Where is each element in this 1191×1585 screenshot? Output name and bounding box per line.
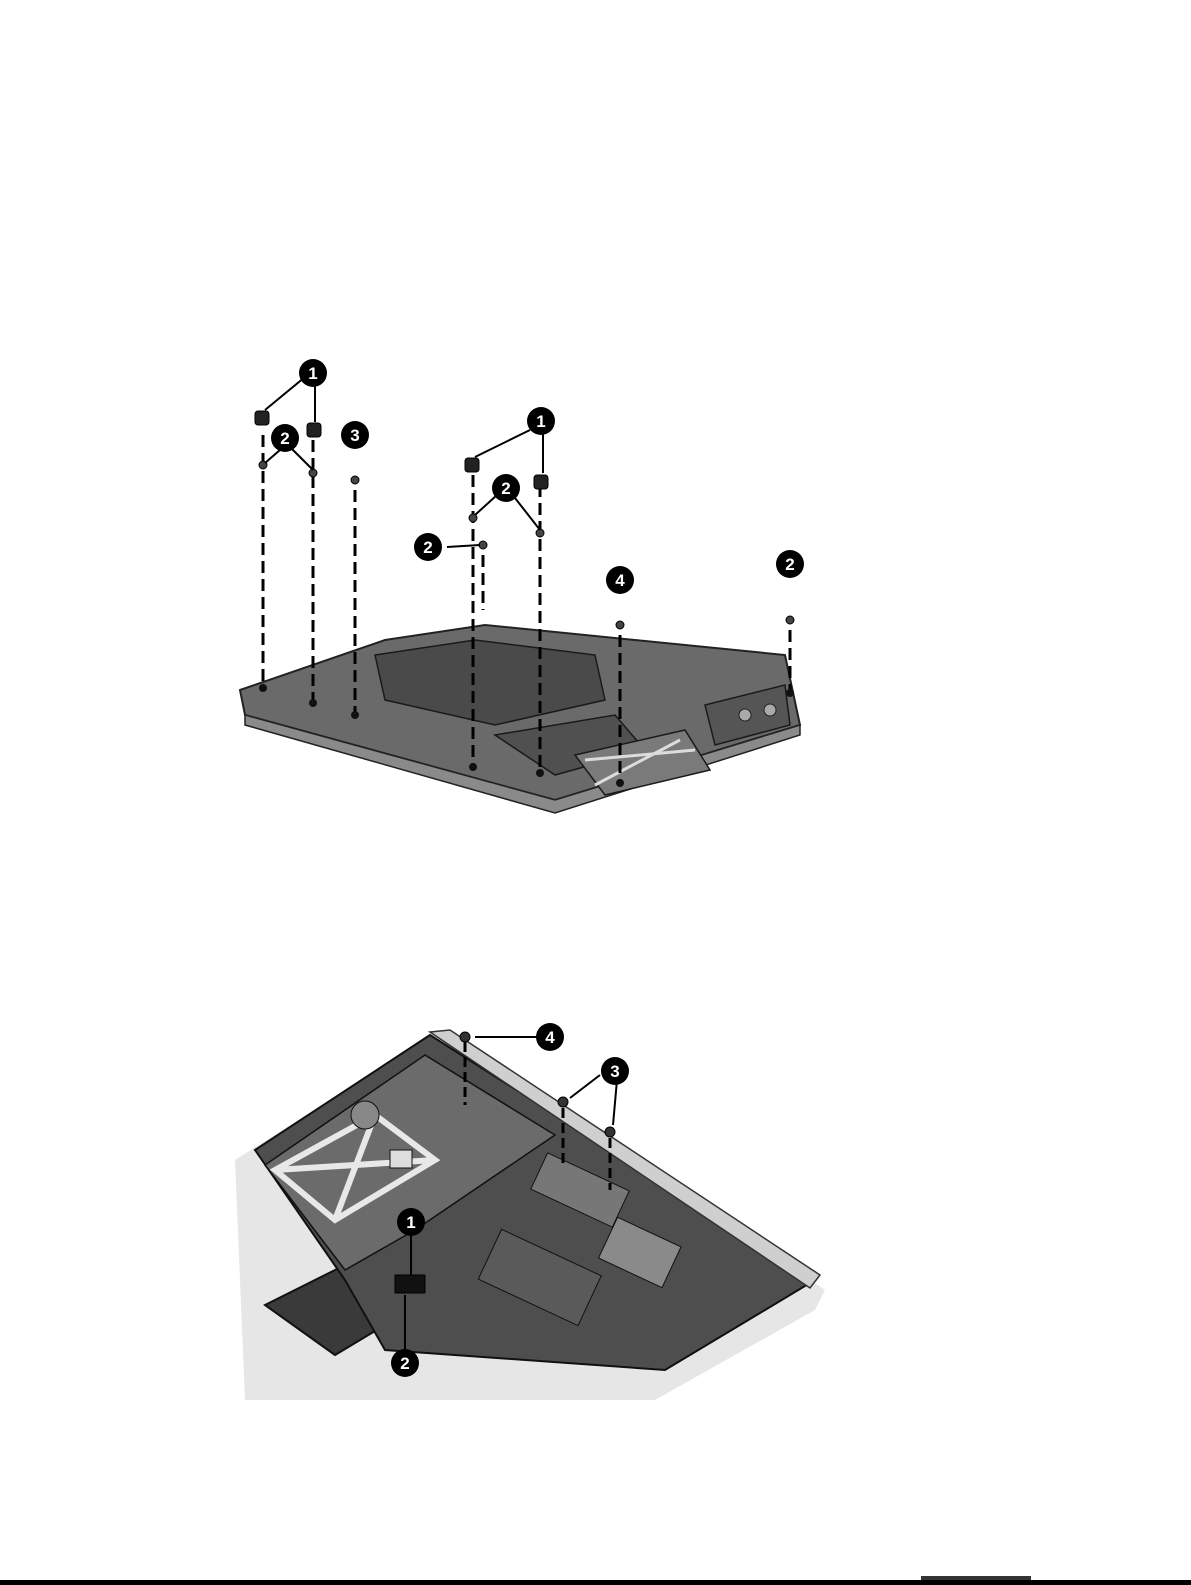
callout-2b: 2 — [492, 474, 520, 502]
callout-4: 4 — [536, 1023, 564, 1051]
page-footer-mark — [921, 1576, 1031, 1580]
svg-text:1: 1 — [406, 1213, 415, 1232]
callout-1b: 1 — [527, 407, 555, 435]
figure-base-enclosure-screws: 1 2 3 1 2 2 4 2 — [225, 355, 825, 825]
connector — [390, 1150, 412, 1168]
svg-text:2: 2 — [280, 429, 289, 448]
svg-text:2: 2 — [400, 1354, 409, 1373]
zif-connector — [395, 1275, 425, 1293]
illustration-top-view: 4 3 1 2 — [225, 1020, 825, 1405]
svg-text:4: 4 — [545, 1028, 555, 1047]
callout-2c: 2 — [414, 533, 442, 561]
callout-2d: 2 — [776, 550, 804, 578]
leader-lines — [265, 377, 543, 547]
svg-text:2: 2 — [423, 538, 432, 557]
screws — [259, 461, 794, 629]
svg-text:4: 4 — [615, 571, 625, 590]
page-footer-rule — [0, 1580, 1191, 1585]
callout-4: 4 — [606, 566, 634, 594]
callout-2: 2 — [391, 1349, 419, 1377]
svg-text:3: 3 — [610, 1062, 619, 1081]
svg-text:1: 1 — [308, 364, 317, 383]
illustration-base-enclosure: 1 2 3 1 2 2 4 2 — [225, 355, 825, 825]
callout-2a: 2 — [271, 424, 299, 452]
callout-3: 3 — [601, 1057, 629, 1085]
callout-1a: 1 — [299, 359, 327, 387]
callout-3: 3 — [341, 421, 369, 449]
rtc-battery — [351, 1101, 379, 1129]
figure-top-cover-screws: 4 3 1 2 — [225, 1020, 825, 1405]
svg-text:3: 3 — [350, 426, 359, 445]
svg-text:2: 2 — [501, 479, 510, 498]
callout-1: 1 — [397, 1208, 425, 1236]
svg-text:1: 1 — [536, 412, 545, 431]
svg-text:2: 2 — [785, 555, 794, 574]
